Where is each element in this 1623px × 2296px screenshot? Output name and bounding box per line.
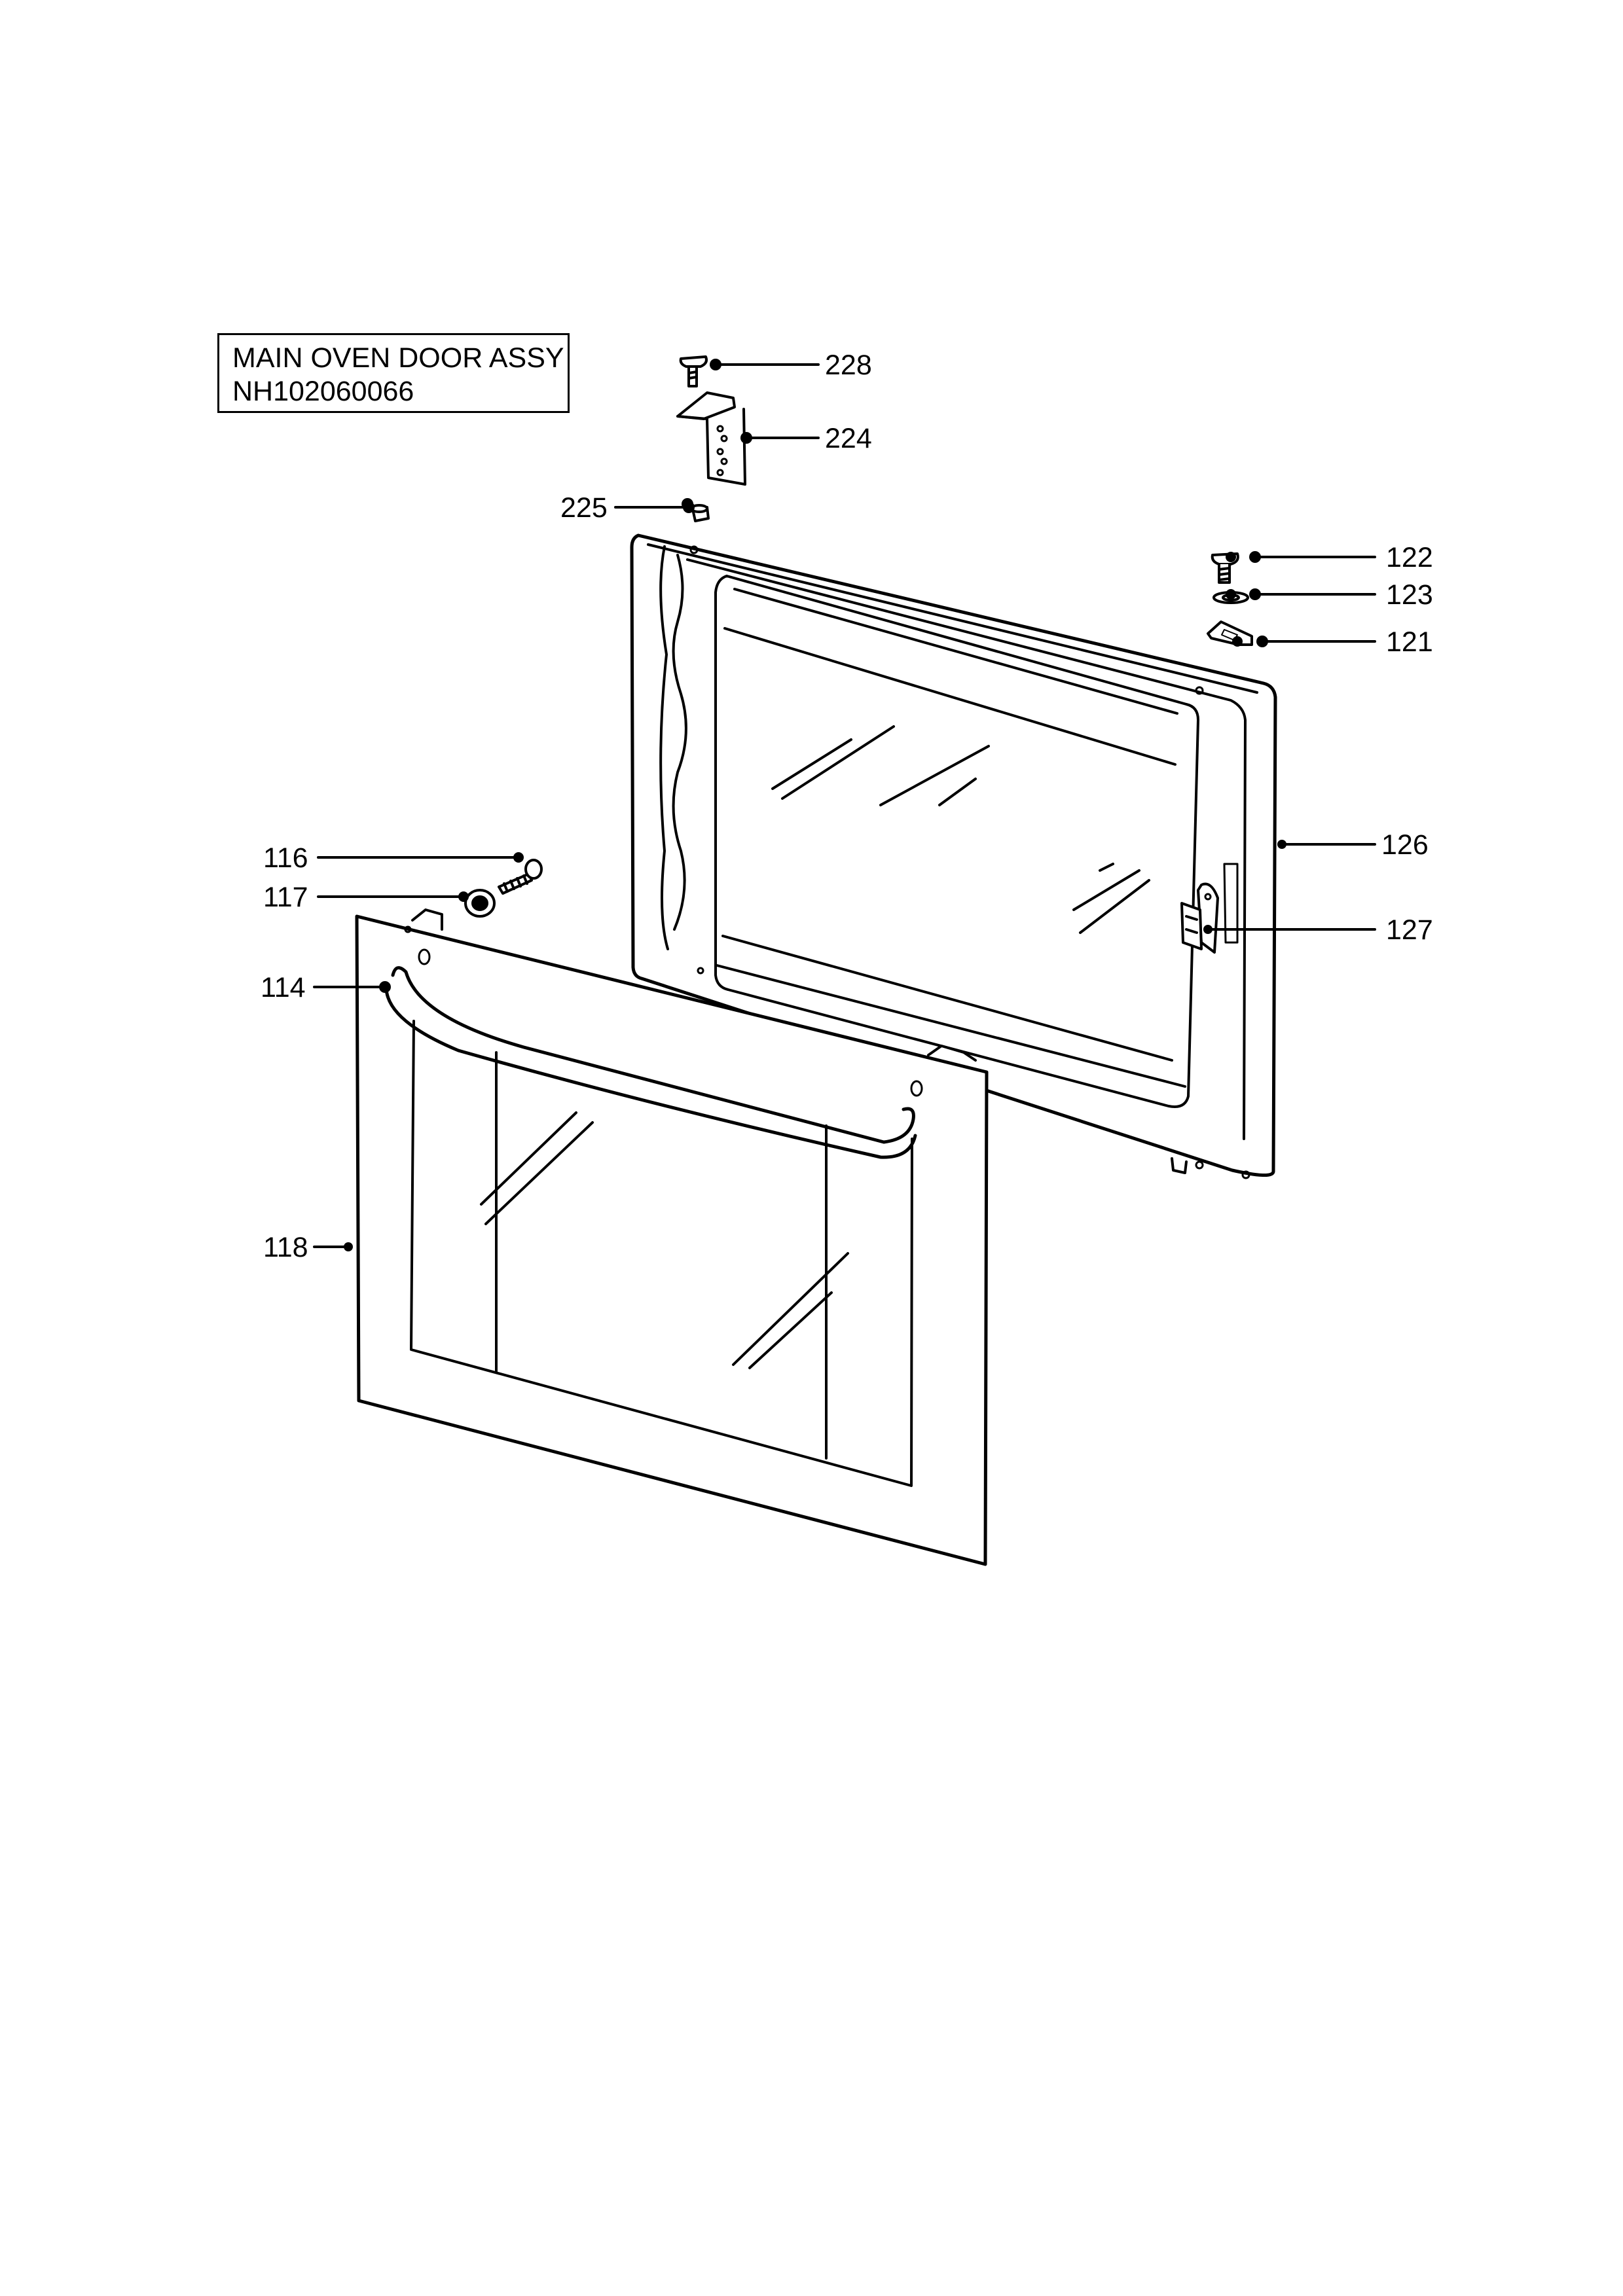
part-label-225: 225 bbox=[560, 492, 608, 524]
part-116-screw bbox=[498, 859, 543, 895]
part-label-224: 224 bbox=[825, 423, 872, 454]
leader-lines bbox=[313, 363, 1376, 1248]
part-label-123: 123 bbox=[1386, 579, 1433, 611]
part-127-hinge-block bbox=[1180, 882, 1219, 954]
part-224-hinge-bracket bbox=[676, 391, 746, 486]
assembly-title: MAIN OVEN DOOR ASSY bbox=[232, 342, 564, 374]
leader-dots bbox=[344, 359, 1286, 1251]
title-box: MAIN OVEN DOOR ASSY NH102060066 bbox=[217, 333, 570, 413]
part-117-spacer bbox=[464, 889, 496, 918]
part-label-118: 118 bbox=[263, 1232, 308, 1263]
part-label-122: 122 bbox=[1386, 542, 1433, 573]
part-label-228: 228 bbox=[825, 350, 872, 381]
part-label-127: 127 bbox=[1386, 914, 1433, 946]
outer-door-panel bbox=[355, 908, 989, 1566]
part-228-screw bbox=[679, 355, 708, 387]
part-label-126: 126 bbox=[1381, 829, 1429, 861]
part-label-117: 117 bbox=[263, 882, 308, 913]
part-label-114: 114 bbox=[261, 972, 306, 1003]
part-label-116: 116 bbox=[263, 842, 308, 874]
inner-door-frame bbox=[630, 533, 1277, 1179]
part-121-clip bbox=[1207, 620, 1253, 646]
part-label-121: 121 bbox=[1386, 626, 1433, 658]
assembly-part-number: NH102060066 bbox=[232, 376, 414, 407]
